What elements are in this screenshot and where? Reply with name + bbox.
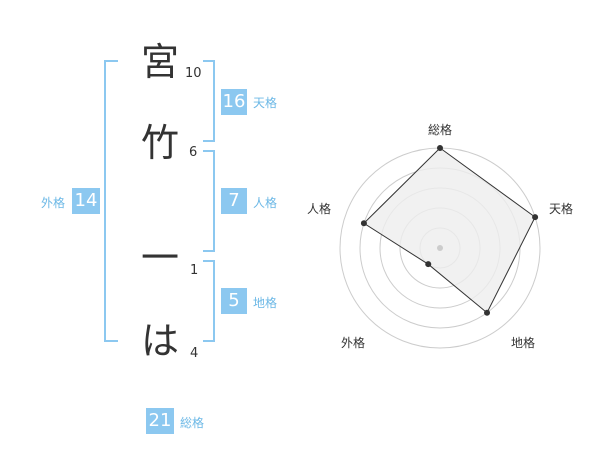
soukaku-value-badge: 21 bbox=[146, 408, 174, 434]
tenkaku-label: 天格 bbox=[253, 96, 278, 110]
radar-point-1 bbox=[437, 145, 443, 151]
jinkaku-bracket bbox=[203, 150, 215, 252]
radar-label-jinkaku: 人格 bbox=[307, 202, 332, 216]
name-char-2: 竹 bbox=[140, 121, 179, 165]
radar-label-soukaku: 総格 bbox=[428, 123, 453, 137]
tenkaku-bracket bbox=[203, 60, 215, 142]
name-char-3: 一 bbox=[140, 236, 179, 280]
radar-point-4 bbox=[425, 261, 432, 268]
jinkaku-label: 人格 bbox=[253, 196, 278, 210]
chikaku-label: 地格 bbox=[253, 296, 278, 310]
name-char-1: 宮 bbox=[140, 40, 179, 84]
tenkaku-value-badge: 16 bbox=[221, 89, 247, 115]
gaikaku-bracket bbox=[104, 60, 118, 342]
radar-center-dot bbox=[437, 245, 443, 251]
chikaku-bracket bbox=[203, 260, 215, 342]
radar-polygon bbox=[363, 147, 536, 314]
soukaku-label: 総格 bbox=[180, 416, 205, 430]
name-char-4: は bbox=[140, 319, 179, 363]
stroke-count-2: 6 bbox=[189, 145, 198, 160]
chikaku-value-badge: 5 bbox=[221, 288, 247, 314]
jinkaku-value-badge: 7 bbox=[221, 188, 247, 214]
radar-label-gaikaku: 外格 bbox=[341, 336, 366, 350]
radar-point-3 bbox=[484, 309, 491, 316]
gaikaku-value-badge: 14 bbox=[72, 188, 100, 214]
radar-label-chikaku: 地格 bbox=[511, 336, 536, 350]
stroke-count-3: 1 bbox=[190, 263, 199, 278]
stroke-count-4: 4 bbox=[190, 346, 199, 361]
gaikaku-label: 外格 bbox=[41, 196, 66, 210]
stroke-count-1: 10 bbox=[185, 66, 202, 81]
radar-label-tenkaku: 天格 bbox=[549, 202, 574, 216]
radar-point-5 bbox=[360, 220, 367, 227]
radar-point-2 bbox=[532, 214, 539, 221]
